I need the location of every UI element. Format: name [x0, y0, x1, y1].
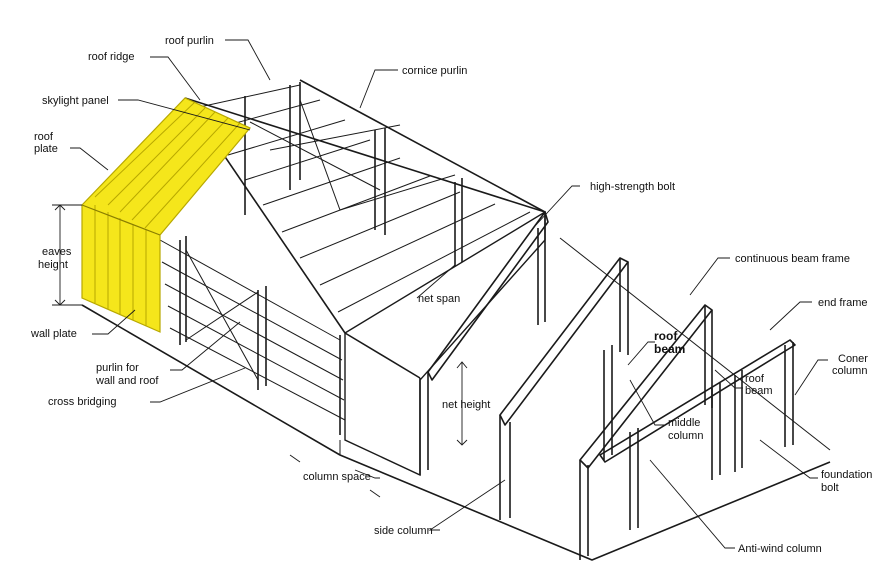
label-eaves-height-line1: eaves — [42, 246, 72, 258]
label-roof-purlin: roof purlin — [165, 35, 214, 47]
label-cross-bridging: cross bridging — [48, 396, 116, 408]
label-foundation-bolt-line2: bolt — [821, 482, 839, 494]
open-portal-frames — [427, 211, 796, 560]
label-eaves-height-line2: height — [38, 259, 68, 271]
label-roof-beam-bold-line2: beam — [654, 342, 685, 356]
label-middle-column-line1: middle — [668, 417, 700, 429]
label-column-space: column space — [303, 471, 371, 483]
label-roof-beam-line2: beam — [745, 385, 773, 397]
dimension-marks — [52, 204, 468, 498]
labels: roof purlin roof ridge cornice purlin sk… — [30, 35, 872, 555]
label-middle-column-line2: column — [668, 430, 703, 442]
label-net-span: net span — [418, 293, 460, 305]
label-side-column: side column — [374, 525, 433, 537]
label-skylight-panel: skylight panel — [42, 95, 109, 107]
label-purlin-wall-roof-line2: wall and roof — [95, 375, 159, 387]
label-roof-ridge: roof ridge — [88, 51, 134, 63]
label-coner-column-line1: Coner — [838, 353, 868, 365]
label-roof-beam-bold-line1: roof — [654, 329, 678, 343]
label-coner-column-line2: column — [832, 365, 867, 377]
label-foundation-bolt-line1: foundation — [821, 469, 872, 481]
label-continuous-beam-frame: continuous beam frame — [735, 253, 850, 265]
leader-lines — [70, 39, 828, 549]
label-cornice-purlin: cornice purlin — [402, 65, 467, 77]
label-wall-plate: wall plate — [30, 328, 77, 340]
label-purlin-wall-roof-line1: purlin for — [96, 362, 139, 374]
label-roof-beam-line1: roof — [745, 373, 765, 385]
label-roof-plate-line2: plate — [34, 143, 58, 155]
label-net-height: net height — [442, 399, 490, 411]
label-end-frame: end frame — [818, 297, 868, 309]
label-roof-plate-line1: roof — [34, 131, 54, 143]
label-anti-wind-column: Anti-wind column — [738, 543, 822, 555]
yellow-roof-wall-panel — [81, 97, 251, 333]
label-high-strength-bolt: high-strength bolt — [590, 181, 675, 193]
